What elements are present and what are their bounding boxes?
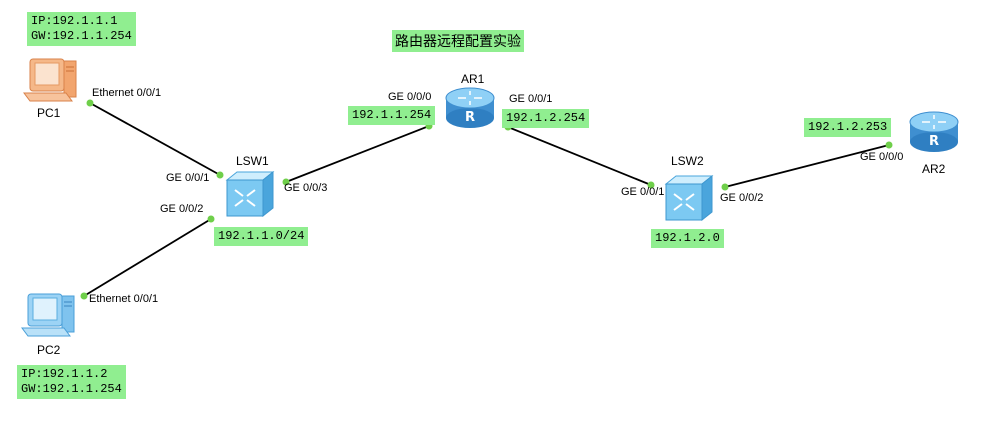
ar2-ip-note: 192.1.2.253 bbox=[804, 118, 892, 137]
port-label-lsw2-ge2: GE 0/0/2 bbox=[720, 192, 764, 204]
pc2-icon[interactable] bbox=[21, 293, 75, 337]
port-dot-pc1 bbox=[86, 99, 94, 107]
ar2-label: AR2 bbox=[922, 162, 946, 176]
pc2-gw: GW:192.1.1.254 bbox=[21, 382, 122, 396]
lsw1-icon[interactable] bbox=[225, 170, 275, 218]
link-lsw1-ar1[interactable] bbox=[285, 125, 430, 183]
link-pc2-lsw1[interactable] bbox=[83, 218, 212, 297]
lsw2-label: LSW2 bbox=[671, 154, 704, 168]
pc1-label: PC1 bbox=[37, 106, 61, 120]
link-pc1-lsw1[interactable] bbox=[89, 102, 221, 176]
port-label-pc1-eth: Ethernet 0/0/1 bbox=[92, 87, 162, 99]
ar1-icon[interactable]: R bbox=[445, 87, 495, 128]
port-dot-lsw2-ge1 bbox=[647, 181, 655, 189]
port-label-pc2-eth: Ethernet 0/0/1 bbox=[89, 293, 159, 305]
port-label-lsw2-ge1: GE 0/0/1 bbox=[621, 186, 665, 198]
port-label-lsw1-ge2: GE 0/0/2 bbox=[160, 203, 204, 215]
diagram-title: 路由器远程配置实验 bbox=[392, 30, 524, 52]
link-lsw2-ar2[interactable] bbox=[724, 144, 890, 188]
port-label-ar1-ge1: GE 0/0/1 bbox=[509, 93, 553, 105]
port-label-lsw1-ge1: GE 0/0/1 bbox=[166, 172, 210, 184]
port-dot-ar2-ge0 bbox=[885, 141, 893, 149]
port-label-ar1-ge0: GE 0/0/0 bbox=[388, 91, 432, 103]
ar2-icon[interactable]: R bbox=[909, 111, 959, 152]
port-dots bbox=[80, 99, 893, 300]
pc2-label: PC2 bbox=[37, 343, 61, 357]
ar1-ge0-ip-note: 192.1.1.254 bbox=[348, 106, 436, 125]
pc1-config-note: IP:192.1.1.1 GW:192.1.1.254 bbox=[27, 12, 136, 46]
port-dot-lsw2-ge2 bbox=[721, 183, 729, 191]
port-dot-lsw1-ge1 bbox=[216, 171, 224, 179]
port-label-lsw1-ge3: GE 0/0/3 bbox=[284, 182, 328, 194]
pc2-config-note: IP:192.1.1.2 GW:192.1.1.254 bbox=[17, 365, 126, 399]
port-dot-lsw1-ge2 bbox=[207, 215, 215, 223]
pc1-gw: GW:192.1.1.254 bbox=[31, 29, 132, 43]
svg-text:R: R bbox=[929, 134, 939, 149]
link-ar1-lsw2[interactable] bbox=[507, 126, 652, 186]
lsw2-icon[interactable] bbox=[664, 174, 714, 222]
svg-text:R: R bbox=[465, 110, 475, 125]
pc2-ip: IP:192.1.1.2 bbox=[21, 367, 108, 381]
port-label-ar2-ge0: GE 0/0/0 bbox=[860, 151, 904, 163]
pc1-ip: IP:192.1.1.1 bbox=[31, 14, 118, 28]
ar1-ge1-ip-note: 192.1.2.254 bbox=[502, 109, 590, 128]
lsw2-net-note: 192.1.2.0 bbox=[651, 229, 724, 248]
lsw1-net-note: 192.1.1.0/24 bbox=[214, 227, 309, 246]
port-dot-lsw1-ge3 bbox=[282, 178, 290, 186]
port-dot-pc2 bbox=[80, 292, 88, 300]
lsw1-label: LSW1 bbox=[236, 154, 269, 168]
pc1-icon[interactable] bbox=[23, 58, 77, 102]
ar1-label: AR1 bbox=[461, 72, 485, 86]
